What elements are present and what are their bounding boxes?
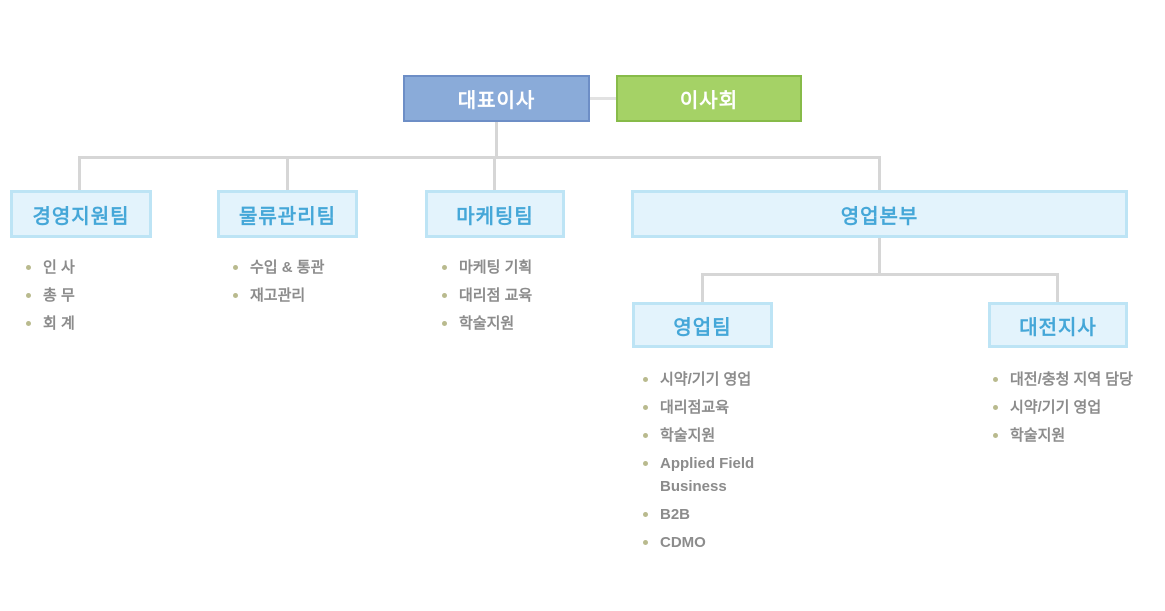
connector-main-horizontal — [78, 156, 881, 159]
connector-stub-dept-0 — [78, 156, 81, 190]
bullet-icon — [26, 321, 31, 326]
team-box-sales: 영업팀 — [632, 302, 773, 348]
bullet-icon — [643, 540, 648, 545]
bullet-icon — [233, 265, 238, 270]
list-item: 수입 & 통관 — [233, 256, 324, 279]
bullet-icon — [26, 265, 31, 270]
bullet-icon — [643, 433, 648, 438]
bullet-icon — [643, 461, 648, 466]
team-box-daejeon-branch: 대전지사 — [988, 302, 1128, 348]
connector-ceo-down — [495, 122, 498, 159]
bullet-icon — [442, 321, 447, 326]
list-item: 학술지원 — [643, 424, 778, 447]
list-item: 시약/기기 영업 — [643, 368, 778, 391]
list-item: 대리점 교육 — [442, 284, 532, 307]
connector-stub-team-1 — [1056, 273, 1059, 302]
list-item: Applied Field Business — [643, 452, 778, 498]
connector-stub-dept-2 — [493, 156, 496, 190]
dept-box-management-support: 경영지원팀 — [10, 190, 152, 238]
dept-box-logistics: 물류관리팀 — [217, 190, 358, 238]
connector-stub-team-0 — [701, 273, 704, 302]
list-marketing: 마케팅 기획 대리점 교육 학술지원 — [442, 256, 532, 340]
list-sales-team: 시약/기기 영업 대리점교육 학술지원 Applied Field Busine… — [643, 368, 778, 559]
connector-sub-horizontal — [701, 273, 1059, 276]
bullet-icon — [643, 405, 648, 410]
list-item: 인 사 — [26, 256, 75, 279]
bullet-icon — [442, 293, 447, 298]
bullet-icon — [442, 265, 447, 270]
list-item: 재고관리 — [233, 284, 324, 307]
list-item: 총 무 — [26, 284, 75, 307]
list-management-support: 인 사 총 무 회 계 — [26, 256, 75, 340]
list-item: 대리점교육 — [643, 396, 778, 419]
list-item: 회 계 — [26, 312, 75, 335]
list-item: 마케팅 기획 — [442, 256, 532, 279]
list-logistics: 수입 & 통관 재고관리 — [233, 256, 324, 312]
bullet-icon — [643, 512, 648, 517]
list-item: CDMO — [643, 531, 778, 554]
bullet-icon — [233, 293, 238, 298]
bullet-icon — [26, 293, 31, 298]
list-daejeon-branch: 대전/충청 지역 담당 시약/기기 영업 학술지원 — [993, 368, 1133, 452]
bullet-icon — [993, 433, 998, 438]
connector-saleshq-down — [878, 238, 881, 276]
list-item: 학술지원 — [993, 424, 1133, 447]
dept-box-marketing: 마케팅팀 — [425, 190, 565, 238]
bullet-icon — [993, 377, 998, 382]
ceo-box: 대표이사 — [403, 75, 590, 122]
list-item: 시약/기기 영업 — [993, 396, 1133, 419]
connector-stub-dept-1 — [286, 156, 289, 190]
bullet-icon — [643, 377, 648, 382]
connector-stub-dept-3 — [878, 156, 881, 190]
connector-ceo-board — [590, 97, 616, 100]
board-box: 이사회 — [616, 75, 802, 122]
list-item: B2B — [643, 503, 778, 526]
list-item: 학술지원 — [442, 312, 532, 335]
bullet-icon — [993, 405, 998, 410]
dept-box-sales-hq: 영업본부 — [631, 190, 1128, 238]
list-item: 대전/충청 지역 담당 — [993, 368, 1133, 391]
